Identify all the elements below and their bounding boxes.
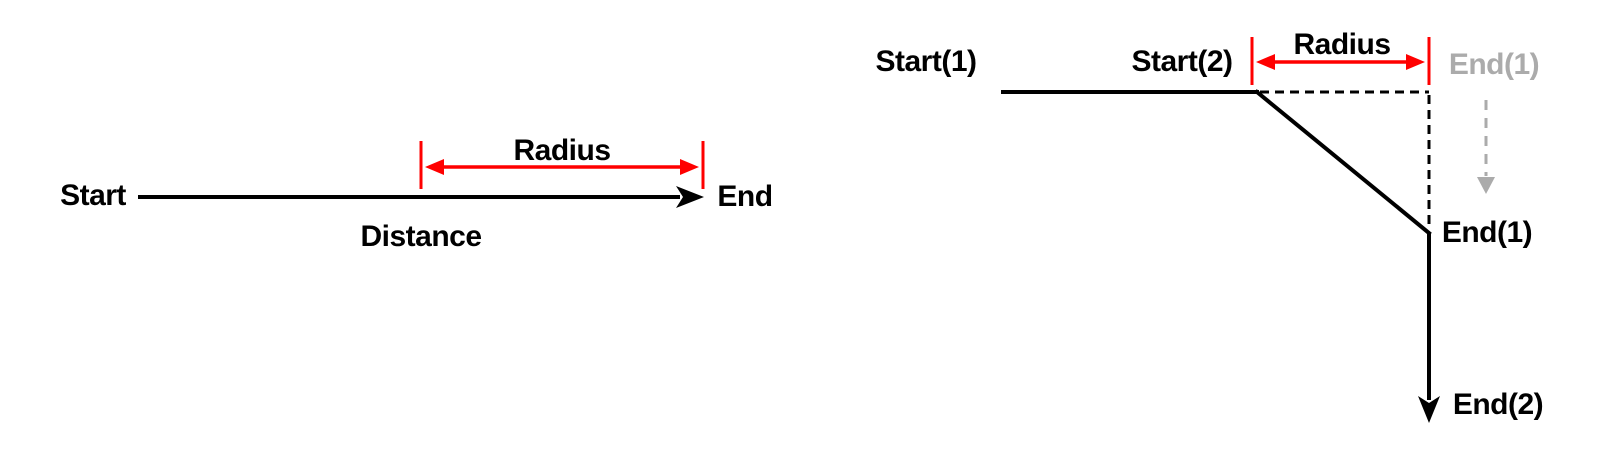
radius2-left-arrowhead-icon (1256, 54, 1275, 70)
start1-label: Start(1) (875, 45, 977, 78)
radius2-label: Radius (1293, 28, 1391, 61)
radius2-right-arrowhead-icon (1406, 54, 1425, 70)
ghost-drop-arrowhead-icon (1477, 177, 1495, 194)
smoothed-diagonal-line (1254, 89, 1432, 236)
end1-ghost-label: End(1) (1448, 48, 1540, 81)
radius-left-arrowhead-icon (425, 159, 444, 175)
start2-label: Start(2) (1131, 45, 1233, 78)
end2-label: End(2) (1452, 388, 1544, 421)
radius-right-arrowhead-icon (680, 159, 699, 175)
radius-label: Radius (513, 134, 611, 167)
end1-label: End(1) (1441, 216, 1533, 249)
distance-line-arrowhead-icon (676, 186, 704, 208)
segment2-arrowhead-icon (1418, 396, 1440, 423)
distance-diagram (138, 141, 705, 208)
distance-label: Distance (360, 220, 482, 253)
end-label: End (717, 180, 773, 213)
radius-smoothing-diagram (1001, 37, 1495, 423)
start-label: Start (60, 179, 126, 212)
